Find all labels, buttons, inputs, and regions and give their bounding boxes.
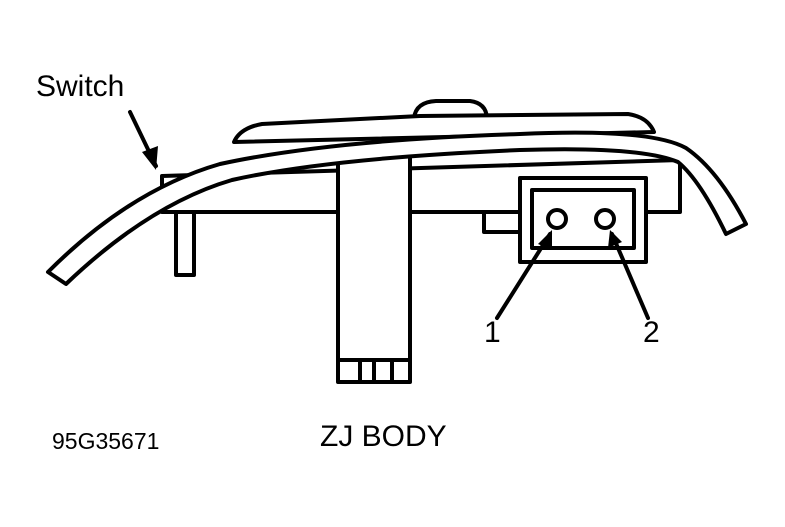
figure-code: 95G35671 [52, 428, 160, 454]
pin2-leader-line [610, 232, 650, 320]
connector-terminal-1 [546, 208, 568, 230]
pin-2-label: 2 [643, 316, 660, 349]
connector-tab [482, 210, 524, 234]
pin1-leader-arrowhead [538, 230, 552, 250]
pin2-leader-arrowhead [608, 230, 622, 248]
connector-inner-frame [530, 188, 636, 250]
pin-1-label: 1 [484, 316, 501, 349]
switch-leader-arrowhead [142, 146, 158, 170]
pin1-leader-line [495, 232, 552, 320]
connector-terminal-2 [594, 208, 616, 230]
housing-upper-bump [232, 112, 656, 144]
switch-label: Switch [36, 70, 125, 103]
mounting-stem [336, 148, 412, 384]
left-post [174, 210, 196, 277]
body-name-caption: ZJ BODY [320, 420, 447, 453]
switch-lever [46, 130, 748, 286]
